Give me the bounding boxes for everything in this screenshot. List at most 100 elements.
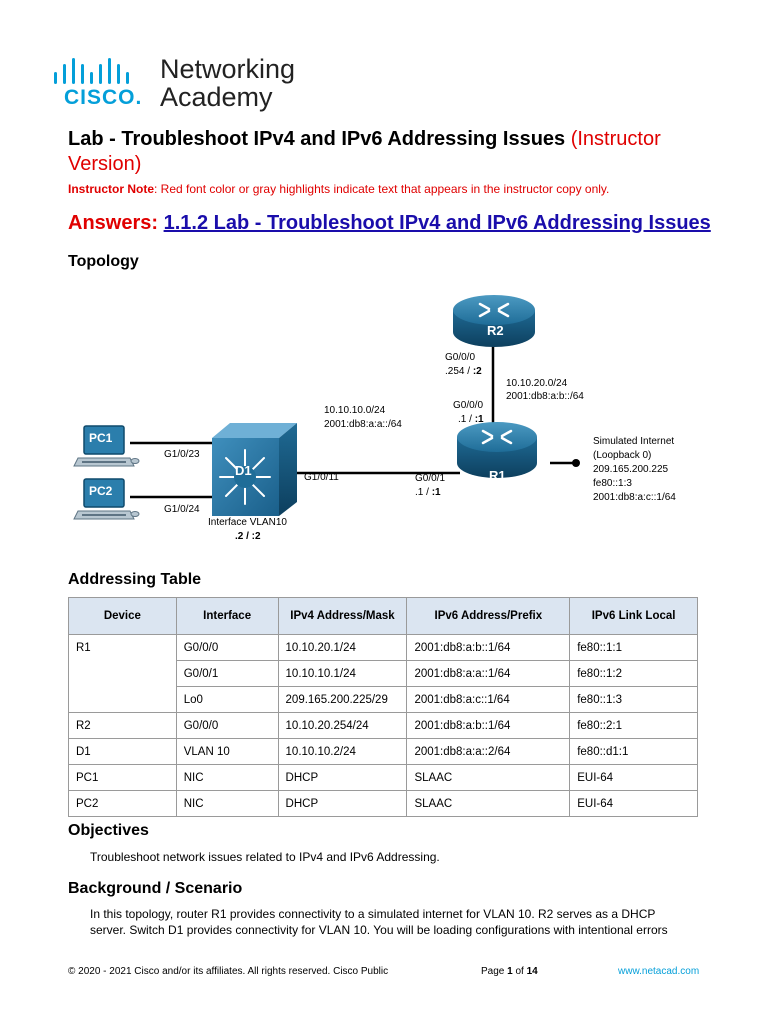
cell-ipv4: 10.10.20.254/24 — [277, 712, 408, 739]
cell-ipv6: SLAAC — [406, 790, 571, 817]
r1-up-address-label: .1 / :1 — [458, 414, 484, 426]
brand-networking: Networking — [160, 54, 296, 84]
switch-d1-icon — [212, 423, 297, 516]
answers-line: Answers: 1.1.2 Lab - Troubleshoot IPv4 a… — [68, 212, 711, 235]
topology-heading: Topology — [68, 253, 139, 270]
cell-ipv4: 10.10.20.1/24 — [277, 634, 408, 661]
r1-left-interface-label: G0/0/1 — [415, 473, 446, 484]
r1-up-address-prefix: .1 / — [458, 414, 475, 425]
net-20-v6-label: 2001:db8:a:b::/64 — [506, 391, 584, 402]
internet-endpoint — [572, 459, 580, 467]
instructor-note-text: : Red font color or gray highlights indi… — [154, 182, 610, 196]
net-10-v4-label: 10.10.10.0/24 — [324, 405, 386, 416]
cell-device: PC2 — [68, 790, 177, 817]
table-row: PC2 NIC DHCP SLAAC EUI-64 — [68, 790, 698, 817]
cell-ipv6: 2001:db8:a:a::2/64 — [406, 738, 571, 765]
net-20-v4-label: 10.10.20.0/24 — [506, 378, 568, 389]
pc1-icon — [73, 425, 140, 467]
instructor-note: Instructor Note: Red font color or gray … — [68, 182, 609, 196]
footer-page-mid: of — [512, 966, 527, 977]
net-10-v6-label: 2001:db8:a:a::/64 — [324, 419, 402, 430]
objectives-text: Troubleshoot network issues related to I… — [90, 850, 440, 864]
cell-link-local: EUI-64 — [569, 790, 698, 817]
header-device: Device — [68, 597, 177, 635]
cell-interface: Lo0 — [175, 686, 279, 713]
cell-link-local: fe80::2:1 — [569, 712, 698, 739]
table-row: R2 G0/0/0 10.10.20.254/24 2001:db8:a:b::… — [68, 712, 698, 739]
footer-page-total: 14 — [526, 966, 538, 977]
cell-interface: VLAN 10 — [175, 738, 279, 765]
footer-site-link[interactable]: www.netacad.com — [618, 966, 700, 977]
router-r1-icon — [457, 422, 537, 478]
cell-device: R1 — [68, 634, 177, 661]
header-interface: Interface — [175, 597, 279, 635]
header-ipv4: IPv4 Address/Mask — [277, 597, 408, 635]
cell-interface: NIC — [175, 764, 279, 791]
cell-ipv6: SLAAC — [406, 764, 571, 791]
r2-address-label: .254 / :2 — [445, 366, 482, 378]
r2-device-label: R2 — [487, 323, 504, 338]
cell-interface: G0/0/0 — [175, 712, 279, 739]
cisco-wordmark: CISCO. — [64, 86, 143, 109]
r1-left-address-bold: :1 — [431, 487, 441, 498]
header-link-local: IPv6 Link Local — [569, 597, 698, 635]
cell-ipv6: 2001:db8:a:a::1/64 — [406, 660, 571, 687]
cell-ipv4: 10.10.10.2/24 — [277, 738, 408, 765]
cell-ipv4: 10.10.10.1/24 — [277, 660, 408, 687]
title-main: Lab - Troubleshoot IPv4 and IPv6 Address… — [68, 128, 571, 150]
header-ipv6: IPv6 Address/Prefix — [406, 597, 571, 635]
objectives-heading: Objectives — [68, 822, 149, 839]
addressing-table: Device Interface IPv4 Address/Mask IPv6 … — [68, 597, 698, 817]
topology-svg — [73, 295, 580, 520]
cell-interface: G0/0/1 — [175, 660, 279, 687]
cell-device: PC1 — [68, 764, 177, 791]
r1-device-label: R1 — [489, 468, 506, 483]
cell-link-local: fe80::1:2 — [569, 660, 698, 687]
brand-academy: Academy — [160, 82, 273, 112]
title-version: (Instructor Version) — [68, 128, 661, 175]
cell-link-local: fe80::1:1 — [569, 634, 698, 661]
cell-device — [68, 660, 177, 687]
addressing-table-heading: Addressing Table — [68, 571, 202, 588]
internet-label-1: Simulated Internet — [593, 436, 675, 447]
r2-interface-label: G0/0/0 — [445, 352, 476, 363]
cell-link-local: EUI-64 — [569, 764, 698, 791]
cell-device: D1 — [68, 738, 177, 765]
cell-link-local: fe80::d1:1 — [569, 738, 698, 765]
table-header-row: Device Interface IPv4 Address/Mask IPv6 … — [68, 597, 698, 635]
vlan-address-label: .2 / :2 — [235, 531, 261, 542]
r1-left-address-prefix: .1 / — [415, 487, 432, 498]
internet-label-4: fe80::1:3 — [593, 478, 632, 489]
r1-up-interface-label: G0/0/0 — [453, 400, 484, 411]
pc2-icon — [73, 478, 140, 520]
r2-address-bold: :2 — [472, 366, 482, 377]
d1-g11-label: G1/0/11 — [304, 472, 339, 483]
footer-page-pre: Page — [481, 966, 508, 977]
vlan-interface-label: Interface VLAN10 — [208, 517, 287, 528]
table-row: PC1 NIC DHCP SLAAC EUI-64 — [68, 764, 698, 791]
background-text: In this topology, router R1 provides con… — [90, 907, 668, 937]
background-heading: Background / Scenario — [68, 880, 243, 897]
internet-label-2: (Loopback 0) — [593, 450, 652, 461]
internet-label-5: 2001:db8:a:c::1/64 — [593, 492, 676, 503]
instructor-note-label: Instructor Note — [68, 182, 155, 196]
answers-label: Answers: — [68, 212, 164, 234]
link-lines — [130, 340, 575, 499]
cell-link-local: fe80::1:3 — [569, 686, 698, 713]
footer-copyright: © 2020 - 2021 Cisco and/or its affiliate… — [68, 966, 389, 977]
d1-g24-label: G1/0/24 — [164, 504, 200, 515]
cell-ipv4: DHCP — [277, 764, 408, 791]
footer-page: Page 1 of 14 — [481, 966, 538, 977]
topology-diagram: R2 R1 D1 PC1 PC2 G0/0/0 .254 / :2 10.10.… — [60, 280, 710, 560]
answers-link[interactable]: 1.1.2 Lab - Troubleshoot IPv4 and IPv6 A… — [163, 212, 711, 234]
internet-label-3: 209.165.200.225 — [593, 464, 669, 475]
router-r2-icon — [453, 295, 535, 347]
cell-device — [68, 686, 177, 713]
d1-g23-label: G1/0/23 — [164, 449, 200, 460]
footer-page-num: 1 — [507, 966, 513, 977]
cell-interface: G0/0/0 — [175, 634, 279, 661]
cell-ipv4: 209.165.200.225/29 — [277, 686, 408, 713]
r1-left-address-label: .1 / :1 — [415, 487, 441, 499]
table-row: R1 G0/0/0 10.10.20.1/24 2001:db8:a:b::1/… — [68, 634, 698, 661]
cell-device: R2 — [68, 712, 177, 739]
